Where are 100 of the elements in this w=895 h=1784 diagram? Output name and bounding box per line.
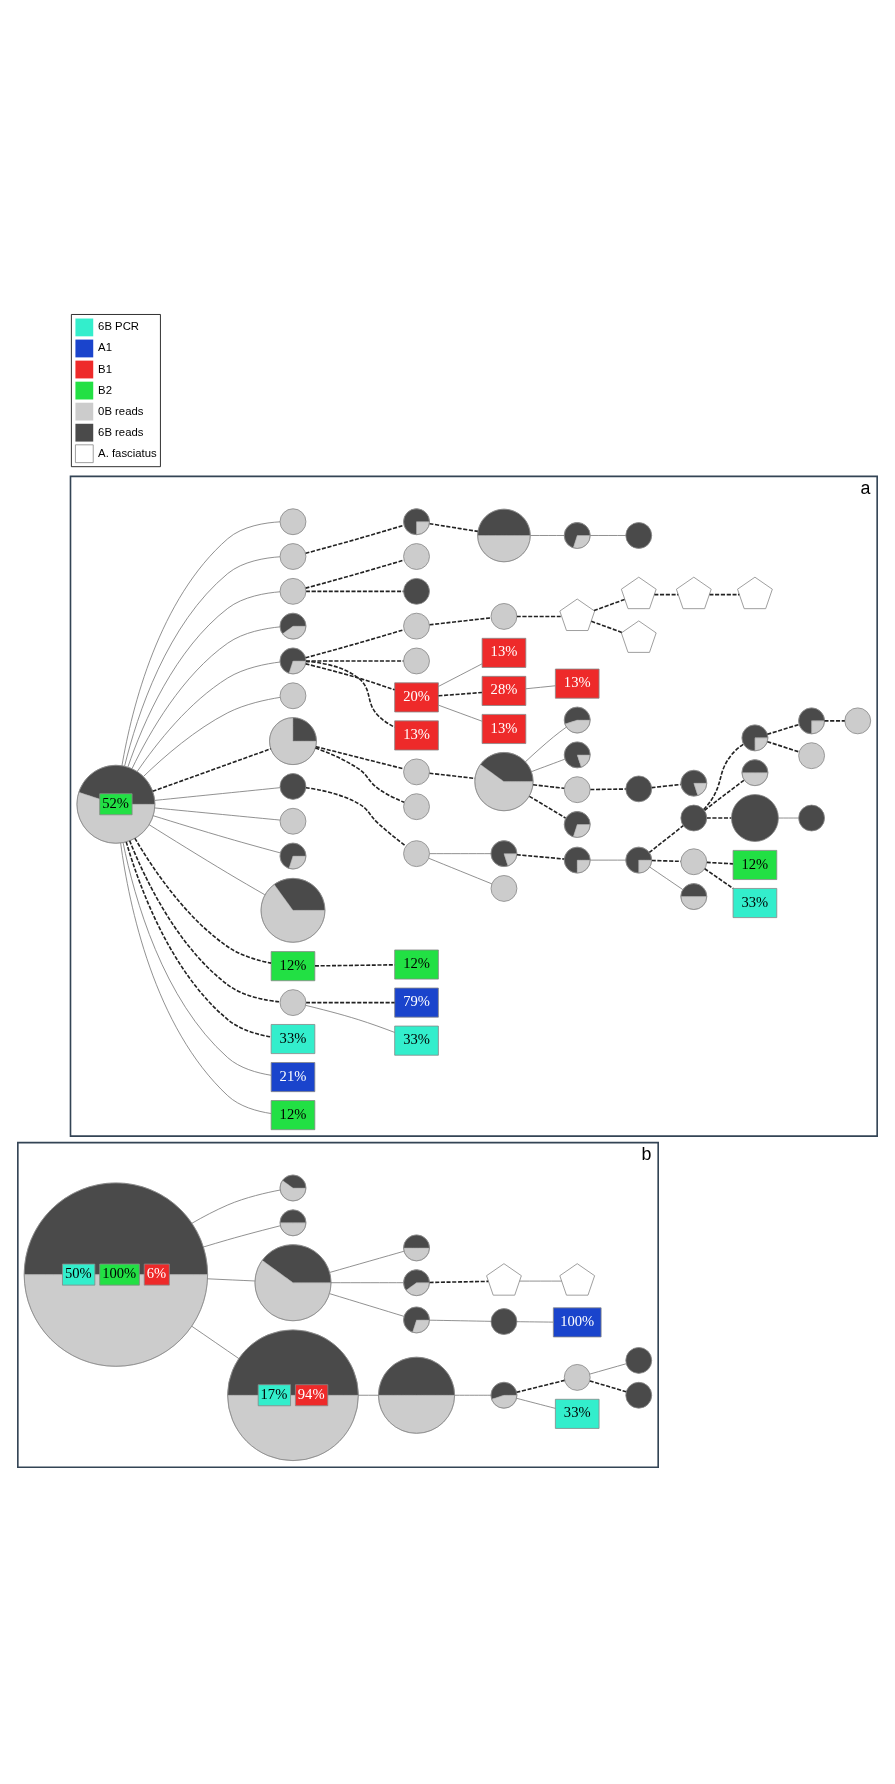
connector [590,620,623,633]
legend-label: A. fasciatus [98,446,157,459]
connector [648,824,685,853]
connector [589,1379,627,1393]
node-box: 33% [554,1398,600,1429]
connector [136,661,281,772]
node-box: 13% [394,719,439,750]
node-circle [279,507,307,535]
connector [428,522,479,532]
node-box: 13% [554,668,600,699]
connector [438,663,483,687]
node-text: 50% [64,1264,92,1281]
connector [134,837,272,964]
connector [519,1280,562,1281]
node-pentagon [620,576,657,609]
node-circle [844,707,872,734]
connector [428,857,493,884]
connector [653,593,679,595]
connector [766,740,800,753]
connector [305,786,407,847]
connector [454,1394,492,1396]
connector [428,1280,490,1283]
connector [202,1224,281,1247]
connector [703,867,734,889]
node-circle [563,1363,591,1391]
connector [531,758,566,772]
connector [516,1320,554,1323]
connector [590,859,627,861]
connector [357,1394,379,1396]
node-circle [279,681,307,709]
connector [524,726,567,762]
connector [154,807,281,820]
node-circle [279,542,307,570]
connector [154,786,281,801]
node-pentagon [559,1262,596,1296]
connector [516,1397,556,1409]
node-box: 20% [394,681,439,712]
node-circle [403,792,430,820]
node-circle [798,804,825,831]
connector [708,593,741,595]
node-text: 52% [102,794,129,811]
connector [191,1189,281,1224]
connector [128,839,281,1003]
connector [315,745,405,770]
legend-label: 6B reads [98,425,144,438]
node-box: 33% [732,887,778,918]
connector [330,1281,404,1283]
connector [305,1004,395,1033]
node-circle [731,793,779,842]
connector [706,861,734,865]
node-circle [279,807,307,835]
connector [778,817,799,818]
legend-label: B2 [98,383,112,396]
connector [766,723,800,735]
node-circle [279,577,307,605]
node-box: 13% [481,637,527,668]
connector [329,1250,405,1273]
connector [207,1277,256,1281]
node-circle [625,775,653,802]
node-box: 33% [270,1023,316,1054]
connector [428,616,492,626]
node-circle [403,542,430,570]
connector [532,783,565,789]
node-pentagon [676,576,712,609]
legend-label: B1 [98,362,112,375]
connector [121,520,281,766]
connector [516,615,563,617]
node-text: 6% [146,1264,167,1281]
connector [122,841,272,1076]
connector [143,696,281,777]
node-circle [490,874,518,902]
node-pentagon [737,576,773,609]
connector [437,691,483,697]
node-circle [563,775,591,803]
connector [148,823,266,895]
connector [428,771,476,779]
connector [589,1362,627,1374]
node-pentagon [620,620,657,653]
connector [151,747,272,792]
node-circle [625,521,653,549]
connector [593,598,626,611]
connector [305,660,396,728]
connector [124,555,281,767]
connector [304,524,405,554]
node-circle [279,772,307,800]
connector [152,814,281,853]
node-box: 33% [394,1025,439,1056]
node-text: 17% [260,1385,288,1402]
node-box: 12% [270,1099,316,1130]
node-text: 94% [297,1385,325,1402]
node-circle [625,1346,653,1374]
node-box: 12% [394,949,439,980]
connector [706,816,733,819]
node-box: 100% [552,1306,602,1337]
connector [589,787,627,790]
connector [528,795,567,819]
connector [125,840,272,1038]
connector [515,1379,566,1393]
legend-label: A1 [98,340,112,353]
connector [525,684,556,689]
